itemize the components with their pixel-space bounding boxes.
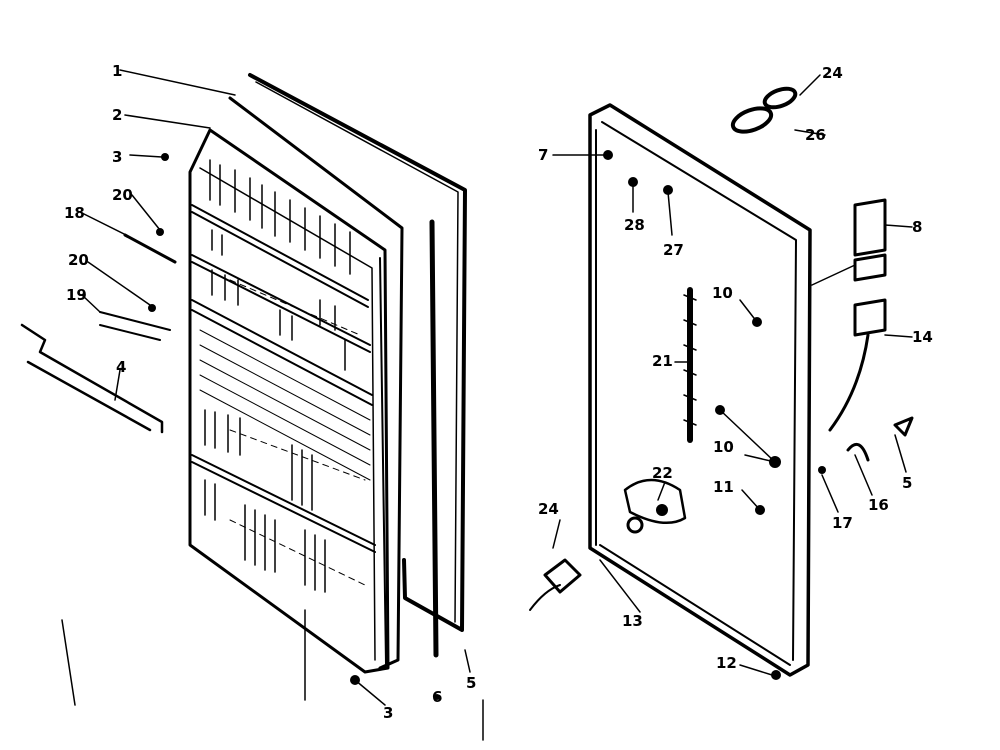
hinge-parts	[811, 198, 887, 432]
callout-7: 7	[538, 146, 548, 164]
callout-11: 11	[713, 478, 734, 496]
callout-19: 19	[66, 286, 87, 304]
outer-door-panel	[588, 103, 812, 677]
door-rack-bar	[20, 323, 164, 434]
callout-5: 5	[466, 674, 476, 692]
callout-4: 4	[116, 358, 126, 376]
door-handle	[683, 287, 697, 443]
callout-17: 17	[832, 514, 853, 532]
callout-12: 12	[716, 654, 737, 672]
hinge-pin-6	[429, 219, 440, 700]
callout-21: 21	[652, 352, 673, 370]
door-gasket	[248, 73, 467, 632]
callout-20-lower: 20	[68, 251, 89, 269]
hinge-cover-22	[623, 478, 687, 534]
callout-labels: 1 2 3 20 18 20 19 4 3 6 5 7 28 27 10 21 …	[64, 62, 933, 722]
callout-28: 28	[624, 216, 645, 234]
callout-26: 26	[805, 126, 826, 144]
callout-3: 3	[112, 148, 122, 166]
guide-line	[61, 619, 76, 706]
callout-16: 16	[868, 496, 889, 514]
callout-13: 13	[622, 612, 643, 630]
leader-lines	[79, 69, 913, 706]
screws-and-plugs	[603, 150, 914, 680]
callout-6: 6	[432, 688, 442, 706]
callout-1: 1	[112, 62, 122, 80]
callout-8: 8	[912, 218, 922, 236]
rack-clips	[99, 153, 360, 685]
vent-rings	[730, 86, 798, 134]
breaker-strip	[228, 96, 404, 670]
callout-14: 14	[912, 328, 933, 346]
callout-3-lower: 3	[383, 704, 393, 722]
callout-5-right: 5	[902, 474, 912, 492]
callout-24: 24	[822, 64, 843, 82]
callout-10-lower: 10	[713, 438, 734, 456]
callout-22: 22	[652, 464, 673, 482]
callout-20: 20	[112, 186, 133, 204]
callout-24-lower: 24	[538, 500, 559, 518]
callout-2: 2	[112, 106, 122, 124]
callout-10: 10	[712, 284, 733, 302]
inner-door-liner	[188, 128, 390, 674]
callout-18: 18	[64, 204, 85, 222]
callout-27: 27	[663, 241, 684, 259]
bottom-hinge-24	[529, 558, 582, 611]
